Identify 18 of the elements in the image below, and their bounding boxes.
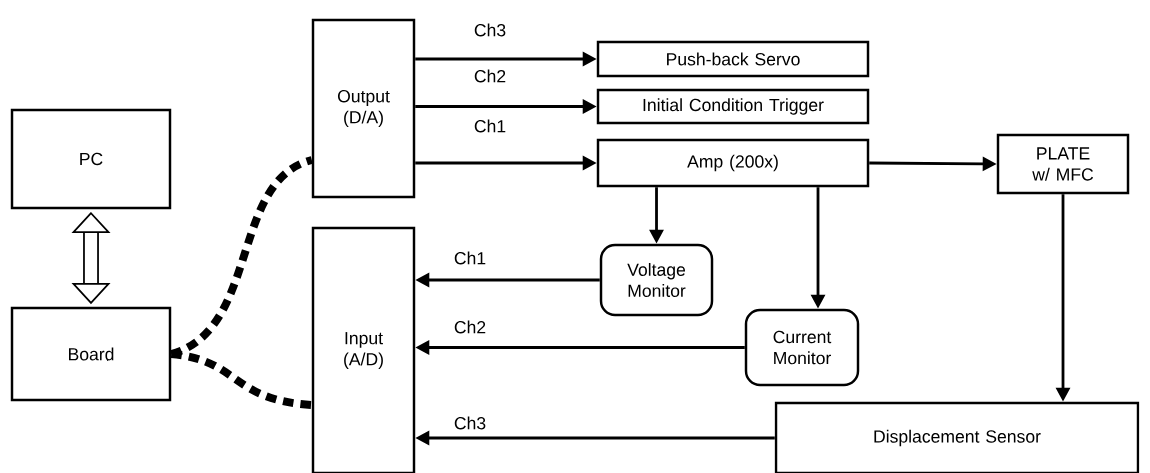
block-box: Amp (200x)	[596, 138, 870, 188]
block-box: Input (A/D)	[311, 226, 416, 473]
block-box: PC	[10, 108, 172, 210]
edge-label: Ch3	[452, 414, 488, 432]
edge-label: Ch1	[472, 117, 508, 135]
monitor-box: Current Monitor	[744, 308, 860, 387]
block-box: Output (D/A)	[311, 18, 416, 199]
block-box: Board	[10, 306, 172, 402]
edge-label: Ch1	[452, 249, 488, 267]
block-box: PLATE w/ MFC	[996, 133, 1130, 195]
edge-label: Ch2	[452, 318, 488, 336]
block-box: Push-back Servo	[596, 40, 870, 78]
monitor-box: Voltage Monitor	[599, 243, 714, 317]
block-box: Initial Condition Trigger	[596, 88, 870, 125]
edge-label: Ch2	[472, 67, 508, 85]
block-box: Displacement Sensor	[774, 401, 1140, 473]
dashed-link	[170, 350, 313, 409]
edge-label: Ch3	[472, 21, 508, 39]
